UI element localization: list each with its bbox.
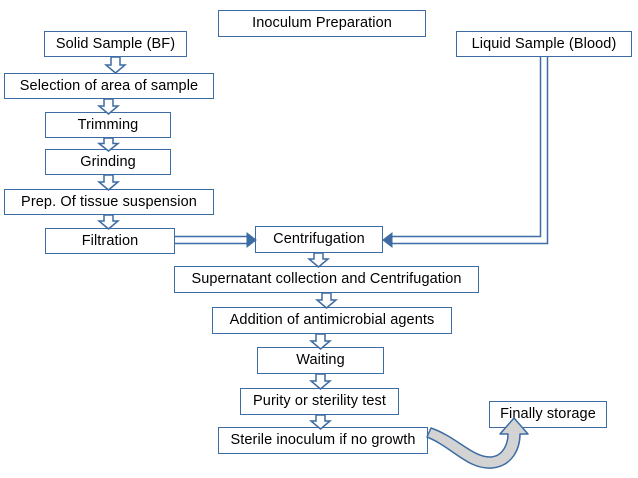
node-trimming: Trimming <box>45 112 171 138</box>
arrow-down-icon-prep-to-filtration <box>96 214 121 230</box>
arrow-down-icon-supernatant-to-antimicrobial <box>314 292 339 309</box>
node-finally-storage: Finally storage <box>489 401 607 428</box>
node-sterile-inoculum: Sterile inoculum if no growth <box>218 427 428 454</box>
node-solid-sample: Solid Sample (BF) <box>44 31 187 57</box>
node-label: Finally storage <box>500 406 596 423</box>
node-label: Sterile inoculum if no growth <box>230 432 416 449</box>
arrow-down-icon-solid-to-selection <box>103 56 128 74</box>
node-label: Inoculum Preparation <box>252 15 392 32</box>
node-filtration: Filtration <box>45 228 175 254</box>
node-label: Filtration <box>81 232 139 249</box>
node-label: Centrifugation <box>273 231 365 248</box>
node-label: Waiting <box>296 352 345 369</box>
node-grinding: Grinding <box>45 149 171 175</box>
node-purity-sterility-test: Purity or sterility test <box>240 388 399 415</box>
node-liquid-sample: Liquid Sample (Blood) <box>456 31 632 57</box>
node-label: Supernatant collection and Centrifugatio… <box>191 271 462 288</box>
node-label: Solid Sample (BF) <box>55 35 176 52</box>
node-prep-tissue-suspension: Prep. Of tissue suspension <box>4 189 214 215</box>
node-selection-of-area: Selection of area of sample <box>4 73 214 99</box>
node-label: Addition of antimicrobial agents <box>229 312 435 329</box>
arrow-down-icon-grinding-to-prep <box>96 174 121 191</box>
node-waiting: Waiting <box>257 347 384 374</box>
node-label: Purity or sterility test <box>253 393 386 410</box>
node-supernatant-collection: Supernatant collection and Centrifugatio… <box>174 266 479 293</box>
arrow-down-icon-waiting-to-purity <box>308 373 333 390</box>
arrow-right-filtration-to-centrifugation <box>175 231 257 249</box>
node-label: Grinding <box>80 153 136 170</box>
node-centrifugation: Centrifugation <box>255 226 383 253</box>
arrow-down-icon-centrifugation-to-supernatant <box>306 252 331 268</box>
node-addition-antimicrobial-agents: Addition of antimicrobial agents <box>212 307 452 334</box>
arrow-elbow-liquid-to-centrifugation <box>382 57 549 249</box>
node-label: Prep. Of tissue suspension <box>21 193 197 210</box>
node-label: Trimming <box>77 116 139 133</box>
node-label: Liquid Sample (Blood) <box>471 35 617 52</box>
node-inoculum-preparation-title: Inoculum Preparation <box>218 10 426 37</box>
node-label: Selection of area of sample <box>19 77 199 94</box>
